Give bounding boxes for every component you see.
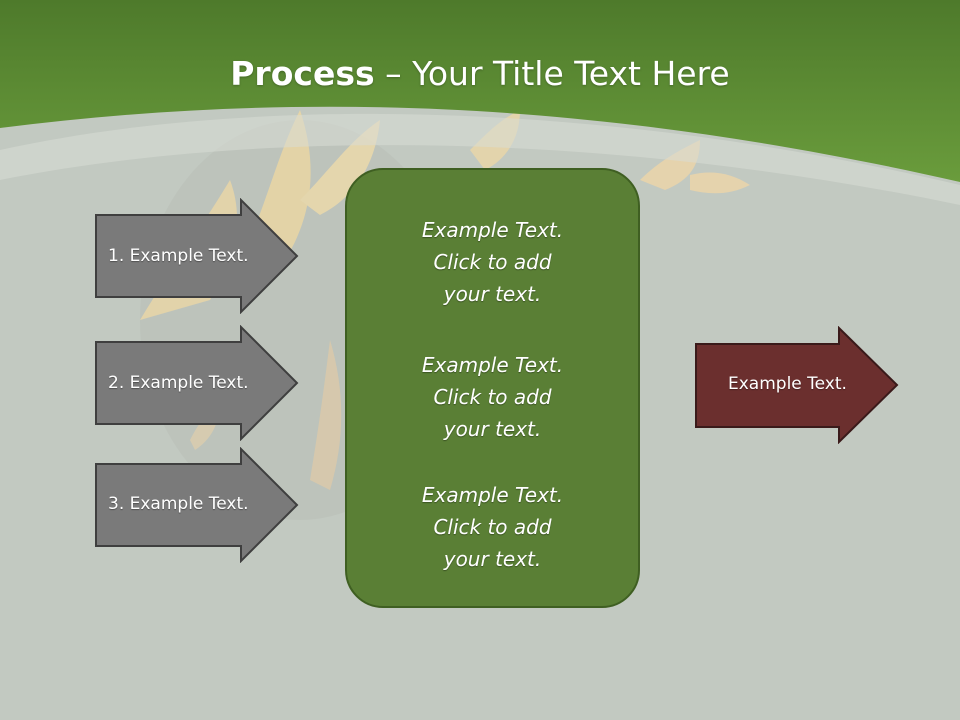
center-text-line: Click to add <box>433 250 552 274</box>
slide-title: Process – Your Title Text Here <box>0 52 960 96</box>
step-arrow-label: 3. Example Text. <box>108 494 249 514</box>
center-text-line: Click to add <box>433 385 552 409</box>
center-text-block-3: Example Text. Click to add your text. <box>347 479 638 575</box>
output-arrow-label: Example Text. <box>728 374 847 394</box>
center-text-block-1: Example Text. Click to add your text. <box>347 214 638 310</box>
center-text-line: Example Text. <box>421 353 564 377</box>
step-arrow-label: 2. Example Text. <box>108 373 249 393</box>
center-text-block-2: Example Text. Click to add your text. <box>347 349 638 445</box>
center-text-line: Example Text. <box>421 218 564 242</box>
output-arrow: Example Text. <box>694 326 900 444</box>
title-bold: Process <box>230 54 375 93</box>
center-text-line: Example Text. <box>421 483 564 507</box>
center-text-line: your text. <box>443 547 542 571</box>
center-process-box: Example Text. Click to add your text. Ex… <box>345 168 640 608</box>
title-rest: – Your Title Text Here <box>374 54 730 93</box>
center-text-line: your text. <box>443 282 542 306</box>
center-text-line: your text. <box>443 417 542 441</box>
center-text-line: Click to add <box>433 515 552 539</box>
step-arrow-label: 1. Example Text. <box>108 246 249 266</box>
step-arrow-3: 3. Example Text. <box>94 447 300 563</box>
step-arrow-1: 1. Example Text. <box>94 198 300 314</box>
step-arrow-2: 2. Example Text. <box>94 325 300 441</box>
